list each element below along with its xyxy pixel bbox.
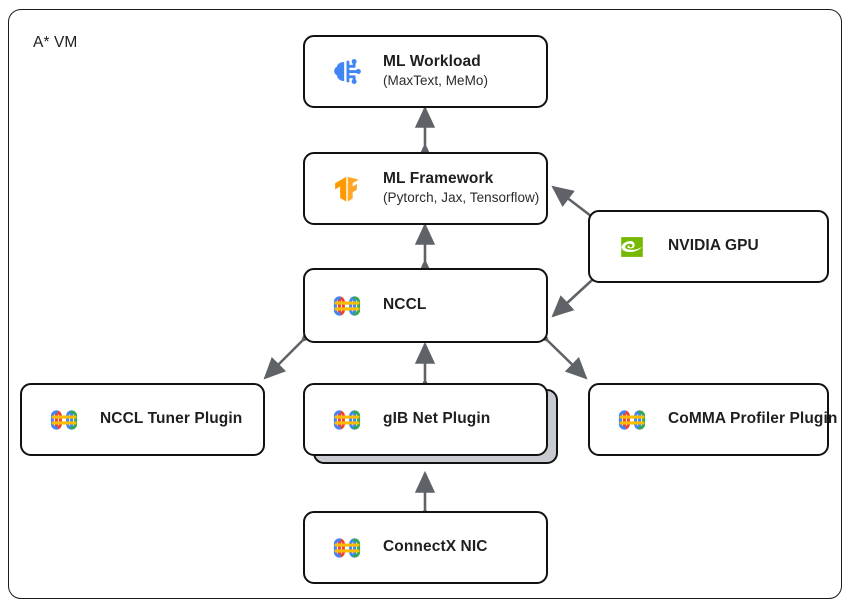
node-subtitle: (MaxText, MeMo) [383,73,489,89]
tensorflow-icon [327,169,367,209]
node-title: ConnectX NIC [383,538,488,556]
google-nccl-icon [44,400,84,440]
node-title: NCCL Tuner Plugin [100,410,243,428]
node-title: NVIDIA GPU [668,237,759,255]
node-title: CoMMA Profiler Plugin [668,410,838,428]
node-nccl-tuner-plugin[interactable]: NCCL Tuner Plugin [20,383,265,456]
google-nccl-icon [327,400,367,440]
node-ml-framework[interactable]: ML Framework (Pytorch, Jax, Tensorflow) [303,152,548,225]
nvidia-icon [612,227,652,267]
vm-label: A* VM [33,34,78,51]
node-title: NCCL [383,296,427,314]
google-nccl-icon [327,286,367,326]
node-nvidia-gpu[interactable]: NVIDIA GPU [588,210,829,283]
google-nccl-icon [327,528,367,568]
node-title: ML Workload [383,53,481,71]
brain-circuit-icon [327,52,367,92]
node-title: ML Framework [383,170,494,188]
node-comma-profiler-plugin[interactable]: CoMMA Profiler Plugin [588,383,837,456]
node-nccl[interactable]: NCCL [303,268,548,343]
node-connectx-nic[interactable]: ConnectX NIC [303,511,548,584]
node-title: gIB Net Plugin [383,410,491,428]
google-nccl-icon [612,400,652,440]
node-ml-workload[interactable]: ML Workload (MaxText, MeMo) [303,35,548,108]
node-gib-net-plugin[interactable]: gIB Net Plugin [303,383,548,456]
node-subtitle: (Pytorch, Jax, Tensorflow) [383,190,540,206]
